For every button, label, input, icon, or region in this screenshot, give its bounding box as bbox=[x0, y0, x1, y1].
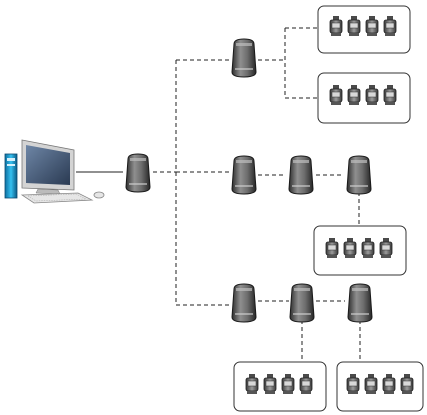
network-hub-icon bbox=[126, 154, 150, 192]
repeater-middle-1-icon bbox=[232, 156, 256, 194]
device-group-middle bbox=[314, 226, 406, 275]
repeater-bottom-2-icon bbox=[290, 284, 314, 322]
repeater-bottom-1-icon bbox=[232, 284, 256, 322]
device-group-bottom-2 bbox=[337, 362, 423, 411]
repeater-top-icon bbox=[232, 39, 256, 77]
connection-lines bbox=[76, 28, 360, 362]
repeater-bottom-3-icon bbox=[348, 284, 372, 322]
device-group-top-2 bbox=[318, 73, 410, 123]
repeater-middle-2-icon bbox=[289, 156, 313, 194]
device-group-top-1 bbox=[318, 6, 410, 53]
device-group-bottom-1 bbox=[234, 362, 326, 411]
repeater-middle-3-icon bbox=[347, 156, 371, 194]
